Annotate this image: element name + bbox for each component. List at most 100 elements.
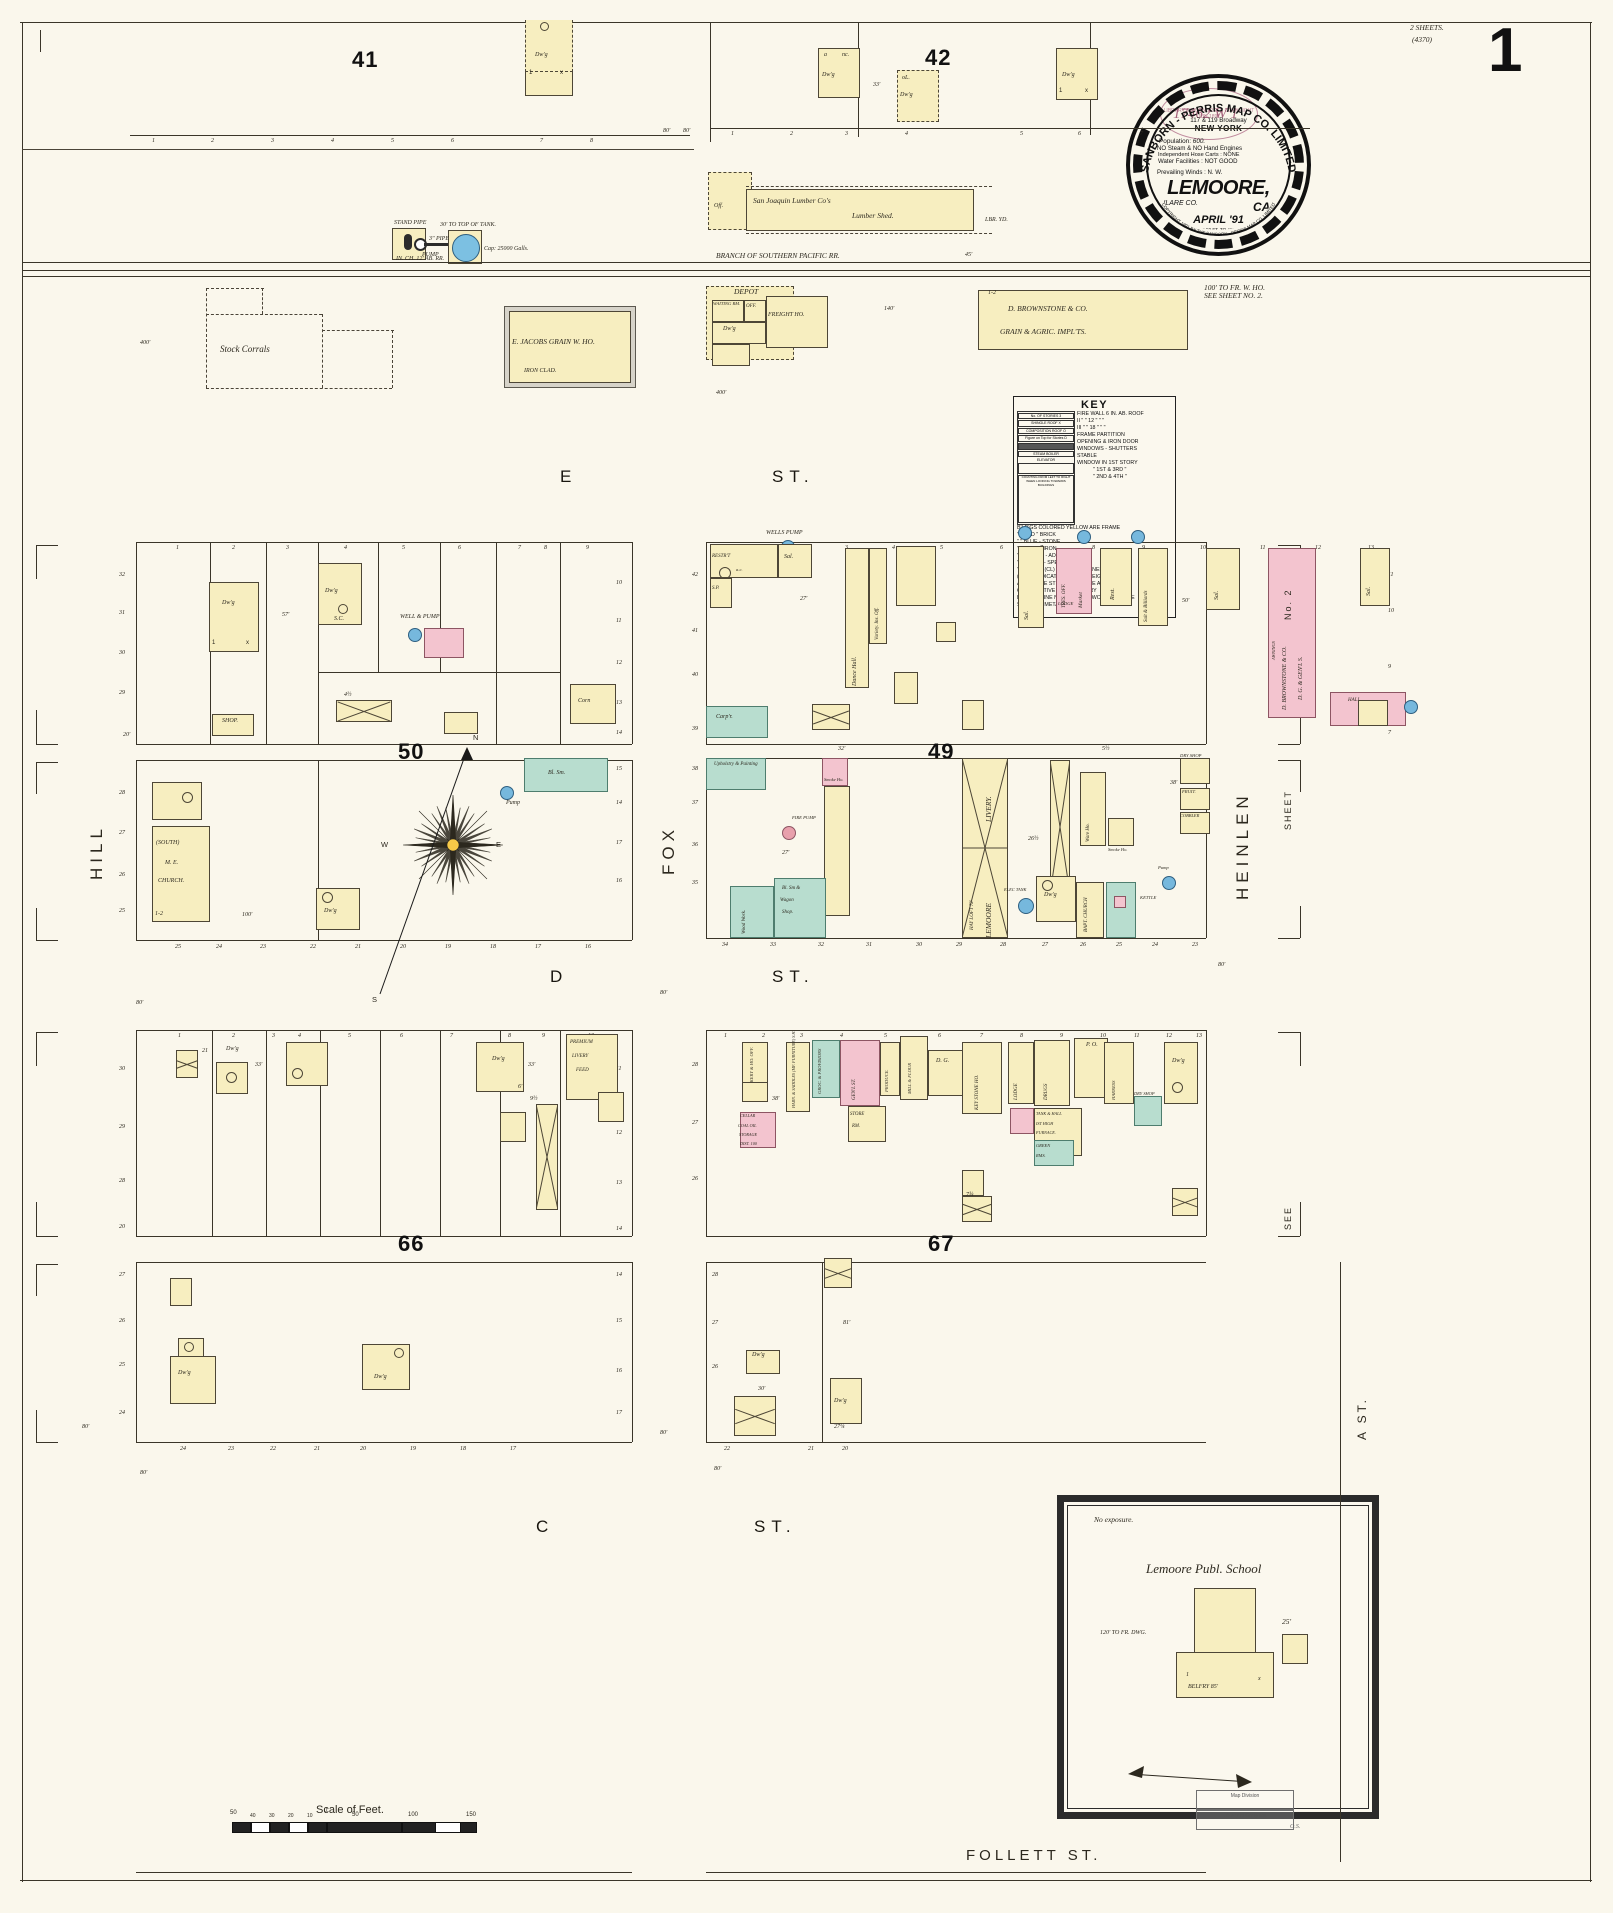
seal-population-value: 600. (1192, 138, 1206, 145)
label-smoke-ho-49b: Smoke Ho. (1108, 847, 1128, 852)
building-premium-livery (566, 1034, 618, 1100)
building-dwg-br1 (746, 1350, 780, 1374)
building-pink-50 (424, 628, 464, 658)
label-jacobs-grain: E. JACOBS GRAIN W. HO. (512, 337, 595, 346)
street-label-a-st: A ST. (1355, 1396, 1369, 1440)
dim-80-b: 80' (683, 128, 691, 134)
dim-80-g: 80' (660, 1430, 668, 1436)
label-dwg-br1: Dw'g (752, 1352, 765, 1358)
label-cobbler: COBBLER (1180, 813, 1200, 818)
label-brownstone-store: D. BROWNSTONE & CO. (1282, 646, 1288, 710)
seal-town: LEMOORE, (1167, 177, 1270, 199)
label-sp-49: S.P. (712, 586, 720, 591)
key-text-column: FIRE WALL 6 IN. AB. ROOF II " " 12 " " "… (1077, 411, 1172, 525)
label-standpipe-pump: PUMP (422, 252, 439, 258)
label-standpipe-gin: STAND PIPE (394, 220, 427, 226)
building-small-49d (1358, 700, 1388, 726)
building-bl-sm-50 (524, 758, 608, 792)
building-tall-49 (824, 786, 850, 916)
stamp-library-of-congress: Library of Congress (1196, 1810, 1294, 1830)
label-freight-house: FREIGHT HO. (768, 312, 805, 318)
building-dance-hall (845, 548, 869, 688)
label-harness-saddles: HARN. & SADDLES (MF. FURNITURE) S.H. (791, 1030, 796, 1108)
neatline-right (1590, 22, 1592, 1882)
key-cell-figure: Figure on Top for Stories D (1018, 435, 1074, 442)
key-row-0: FIRE WALL 6 IN. AB. ROOF (1077, 411, 1144, 417)
block-41-outline (22, 30, 694, 150)
label-bl-sm-50: Bl. Sm. (548, 770, 566, 776)
neatline-bottom (20, 1880, 1592, 1882)
label-dwg-bl2: Dw'g (374, 1374, 387, 1380)
label-church-stories: 1-2 (155, 911, 163, 917)
building-green-rms (1034, 1140, 1074, 1166)
building-dry-shop-67 (1134, 1096, 1162, 1126)
key-cell-boiler: STEAM BOILER (1018, 450, 1074, 457)
label-corn-50: Corn (578, 698, 591, 704)
building-dwg-50c (152, 782, 202, 820)
label-depot: DEPOT (734, 287, 759, 296)
compass-label-s: S (372, 995, 378, 1004)
label-harness-67: HARNESS (1111, 1080, 1116, 1100)
label-depot-office: OFF. (746, 304, 757, 309)
key-row-6: STABLE (1077, 452, 1097, 459)
label-dwg-50d: Dw'g (324, 908, 337, 914)
key-symbol-column: No. OF STORIES 3 SHINGLE ROOF X COMPOSIT… (1017, 411, 1075, 526)
narrow-66-hatch (536, 1104, 558, 1210)
building-brownstone-grain (978, 290, 1188, 350)
label-lodge-49: LODGE (1058, 601, 1074, 606)
label-dwg-66c: Dw'g (492, 1056, 505, 1062)
street-label-sheet-no2a: No. 2 (1283, 588, 1293, 620)
label-upholstry: Upholstry & Painting (714, 762, 758, 767)
building-cellar-coal-oil (740, 1112, 776, 1148)
building-dwelling-42a (818, 48, 860, 98)
building-dwelling-42b (897, 70, 939, 122)
seal-arc-text: SANBORN - PERRIS MAP CO. LIMITED (1139, 102, 1298, 173)
street-label-e-st: ST. (772, 467, 815, 486)
street-label-hill: HILL (87, 824, 106, 880)
dim-9half: 9½ (530, 1096, 538, 1102)
dim-80-a: 80' (663, 128, 671, 134)
key-cell-counting: COUNTING FROM LEFT TO RIGHT WHEN LOOKING… (1018, 475, 1074, 524)
building-dwg-br2 (830, 1378, 862, 1424)
building-tiny-49 (936, 622, 956, 642)
label-dwg-42b: Dw'g (900, 92, 913, 98)
label-brownstone-grain: D. BROWNSTONE & CO. (1008, 304, 1088, 313)
block-number-67: 67 (928, 1231, 955, 1256)
label-dwg-50b: Dw'g (325, 588, 338, 594)
label-dwg-50a: Dw'g (222, 600, 235, 606)
label-post-office: P. O. (1086, 1042, 1098, 1048)
narrow-cross-hatch (1050, 760, 1070, 894)
street-label-fox: FOX (659, 825, 678, 875)
dim-80-i: 80' (660, 990, 668, 996)
street-label-heinlen: HEINLEN (1233, 791, 1252, 900)
building-ware-ho-49 (1080, 772, 1106, 846)
building-smoke-ho-49b (1108, 818, 1134, 846)
label-jacobs-iron-clad: IRON CLAD. (524, 368, 557, 374)
building-sal-49c (1360, 548, 1390, 606)
dim-50-49: 50' (1182, 598, 1190, 604)
label-brownstone-store-sub: D. G. & GEN'L S. (1298, 656, 1304, 700)
label-smoke-ho-49: Smoke Ho. (824, 777, 844, 782)
key-row-11: " " RED " BRICK (1017, 532, 1056, 539)
label-market: Market (1078, 592, 1084, 608)
label-mill-flour: MILL & FLOUR (907, 1062, 912, 1094)
building-bapt-church (1076, 882, 1104, 938)
building-small-66b (500, 1112, 526, 1142)
label-pump-50: Pump (506, 800, 520, 806)
key-row-1: II " " 12 " " " (1077, 417, 1105, 424)
label-sheet-ref: 100' TO FR. W. HO. SEE SHEET NO. 2. (1204, 283, 1265, 300)
building-mill-flour (900, 1036, 928, 1100)
key-row-8: " 1ST & 3RD " (1093, 466, 1127, 473)
key-row-15: " " GREEN - SPECIALS (1017, 560, 1074, 567)
building-dwg-66c (476, 1042, 524, 1092)
label-ware-ho: Ware Ho. (1086, 823, 1091, 842)
label-dwg-br2: Dw'g (834, 1398, 847, 1404)
building-harness-saddles (786, 1042, 810, 1112)
building-shop-50 (212, 714, 254, 736)
dim-80-h: 80' (136, 1000, 144, 1006)
label-wells-pump-49: WELLS PUMP (766, 530, 803, 536)
well-icon-49c (1131, 530, 1145, 544)
label-school-height: 25' (1282, 1617, 1292, 1626)
building-depot-office (744, 300, 766, 322)
